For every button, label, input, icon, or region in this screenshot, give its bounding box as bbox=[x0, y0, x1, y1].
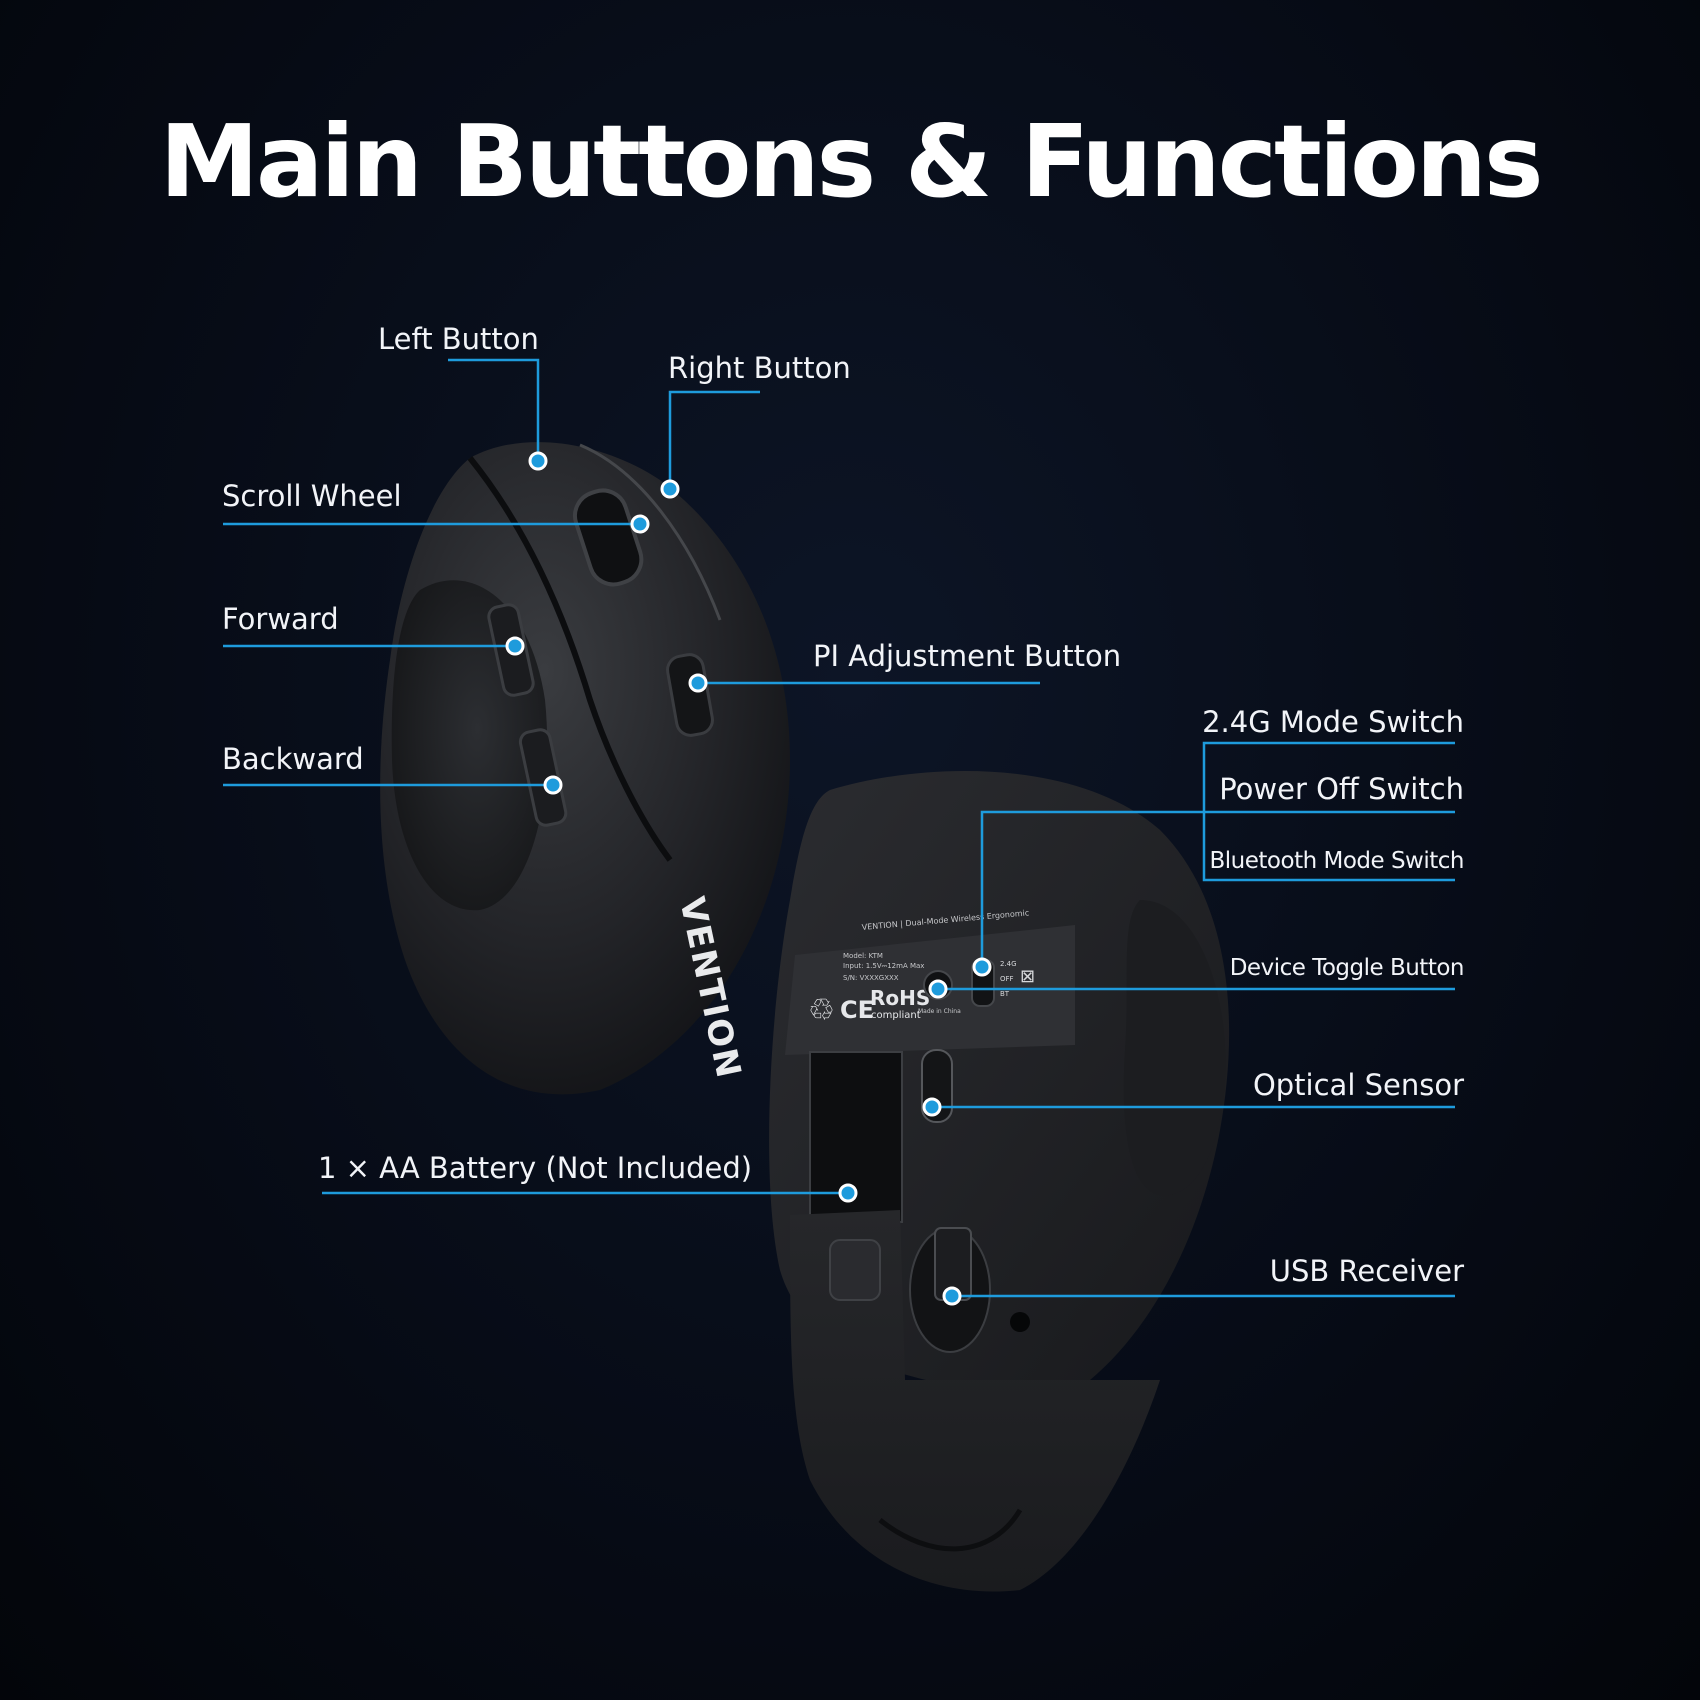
sticker-input: Input: 1.5V⎓12mA Max bbox=[843, 962, 924, 970]
mouse-top-view: VENTION bbox=[380, 442, 790, 1095]
right-button-line bbox=[668, 390, 760, 488]
device-toggle-dot bbox=[928, 979, 948, 999]
sticker-serial: S/N: VXXXGXXX bbox=[843, 974, 899, 982]
device-toggle-label: Device Toggle Button bbox=[1229, 955, 1465, 981]
recycle-icon: ♲ bbox=[808, 993, 835, 1028]
forward-dot bbox=[505, 636, 525, 656]
optical-sensor-dot bbox=[922, 1097, 942, 1117]
backward-dot bbox=[543, 775, 563, 795]
scroll-wheel-label: Scroll Wheel bbox=[222, 479, 402, 513]
mouse-bottom-view: VENTION | Dual-Mode Wireless Ergonomic M… bbox=[769, 770, 1230, 1592]
callout-dots bbox=[505, 451, 992, 1306]
bluetooth-mode-label: Bluetooth Mode Switch bbox=[1209, 848, 1465, 874]
usb-receiver-label: USB Receiver bbox=[1269, 1254, 1464, 1288]
rohs-mark: RoHS bbox=[870, 986, 930, 1010]
cover-hole bbox=[1010, 1312, 1030, 1332]
power-off-line bbox=[980, 810, 1455, 966]
left-button-label: Left Button bbox=[378, 322, 539, 356]
weee-icon: ⊠ bbox=[1020, 966, 1035, 987]
power-off-dot bbox=[972, 957, 992, 977]
switch-pos-24g: 2.4G bbox=[1000, 960, 1017, 968]
power-off-label: Power Off Switch bbox=[1219, 772, 1464, 806]
sticker-model: Model: KTM bbox=[843, 952, 883, 960]
dpi-dot bbox=[688, 673, 708, 693]
backward-button bbox=[518, 728, 568, 827]
side-grip bbox=[1123, 900, 1226, 1196]
cover-arc bbox=[878, 1508, 1023, 1552]
cover-latch bbox=[829, 1239, 881, 1301]
rohs-sub: compliant bbox=[871, 1010, 921, 1021]
dpi-button-label: PI Adjustment Button bbox=[813, 639, 1122, 673]
scroll-wheel-dot bbox=[630, 514, 650, 534]
left-button-line bbox=[448, 358, 540, 460]
battery-dot bbox=[838, 1183, 858, 1203]
callout-lines bbox=[223, 358, 1455, 1298]
sticker-made-in: Made in China bbox=[918, 1008, 961, 1015]
switch-pos-bt: BT bbox=[1000, 990, 1010, 998]
button-divider bbox=[467, 456, 673, 862]
battery-label: 1 × AA Battery (Not Included) bbox=[318, 1151, 753, 1185]
battery-cover bbox=[790, 1210, 1160, 1592]
page-title: Main Buttons & Functions bbox=[159, 103, 1543, 220]
switch-pos-off: OFF bbox=[1000, 975, 1014, 983]
usb-receiver-dot bbox=[942, 1286, 962, 1306]
ce-mark: CE bbox=[840, 996, 874, 1024]
forward-label: Forward bbox=[222, 602, 339, 636]
backward-label: Backward bbox=[222, 742, 364, 776]
right-button-label: Right Button bbox=[668, 351, 851, 385]
left-button-dot bbox=[528, 451, 548, 471]
right-button-dot bbox=[660, 479, 680, 499]
mode-24g-label: 2.4G Mode Switch bbox=[1202, 705, 1464, 739]
optical-sensor-label: Optical Sensor bbox=[1252, 1068, 1464, 1102]
top-ridge bbox=[579, 443, 722, 621]
